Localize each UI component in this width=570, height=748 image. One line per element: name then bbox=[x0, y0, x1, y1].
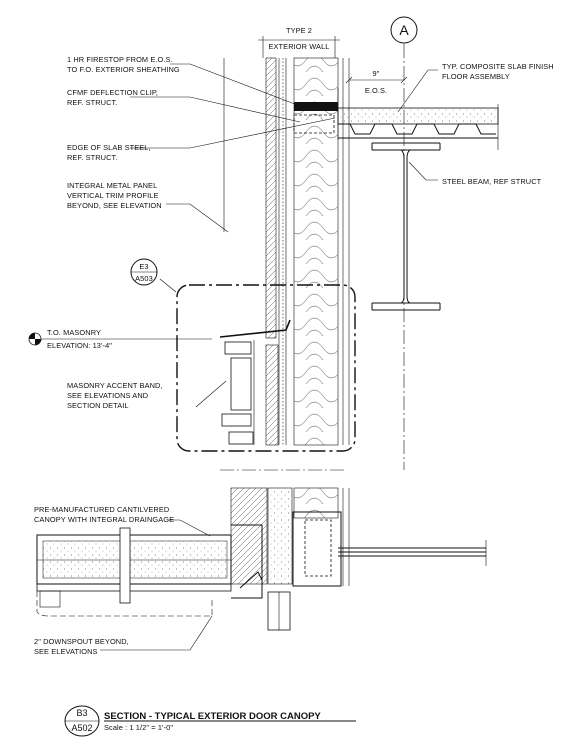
svg-text:REF. STRUCT.: REF. STRUCT. bbox=[67, 98, 117, 107]
svg-text:FLOOR ASSEMBLY: FLOOR ASSEMBLY bbox=[442, 72, 510, 81]
masonry-band bbox=[219, 319, 291, 446]
svg-text:SEE ELEVATIONS: SEE ELEVATIONS bbox=[34, 647, 98, 656]
grid-bubble-label: A bbox=[399, 22, 409, 38]
svg-text:MASONRY ACCENT BAND,: MASONRY ACCENT BAND, bbox=[67, 381, 163, 390]
steel-beam bbox=[371, 142, 441, 311]
svg-text:2" DOWNSPOUT BEYOND,: 2" DOWNSPOUT BEYOND, bbox=[34, 637, 129, 646]
callout-slab-finish: TYP. COMPOSITE SLAB FINISH FLOOR ASSEMBL… bbox=[442, 62, 554, 81]
detail-ref-bubble: E3 A503 bbox=[130, 258, 158, 286]
svg-text:TO F.O. EXTERIOR SHEATHING: TO F.O. EXTERIOR SHEATHING bbox=[67, 65, 180, 74]
title-block: B3 A502 SECTION - TYPICAL EXTERIOR DOOR … bbox=[64, 705, 356, 737]
title-ref-bottom: A502 bbox=[71, 723, 92, 733]
svg-text:BEYOND, SEE ELEVATION: BEYOND, SEE ELEVATION bbox=[67, 201, 162, 210]
firestop-block bbox=[294, 102, 338, 111]
detail-ref-top: E3 bbox=[139, 262, 148, 271]
svg-text:PRE-MANUFACTURED CANTILVERED: PRE-MANUFACTURED CANTILVERED bbox=[34, 505, 169, 514]
title-ref-top: B3 bbox=[76, 708, 87, 718]
elevation-title: T.O. MASONRY bbox=[47, 328, 101, 337]
composite-slab: 9" E.O.S. bbox=[337, 69, 499, 150]
svg-text:INTEGRAL METAL PANEL: INTEGRAL METAL PANEL bbox=[67, 181, 157, 190]
svg-text:1 HR FIRESTOP FROM E.O.S.: 1 HR FIRESTOP FROM E.O.S. bbox=[67, 55, 173, 64]
svg-text:REF. STRUCT.: REF. STRUCT. bbox=[67, 153, 117, 162]
callout-masonry-band: MASONRY ACCENT BAND, SEE ELEVATIONS AND … bbox=[67, 381, 163, 410]
svg-text:CANOPY WITH INTEGRAL DRAINGAGE: CANOPY WITH INTEGRAL DRAINGAGE bbox=[34, 515, 174, 524]
callout-steel-beam: STEEL BEAM, REF STRUCT bbox=[442, 177, 542, 186]
wall-type-label: TYPE 2 bbox=[286, 26, 312, 35]
detail-ref-bottom: A503 bbox=[135, 274, 153, 283]
svg-text:TYP. COMPOSITE SLAB FINISH: TYP. COMPOSITE SLAB FINISH bbox=[442, 62, 554, 71]
eos-label: E.O.S. bbox=[365, 86, 387, 95]
svg-text:SECTION DETAIL: SECTION DETAIL bbox=[67, 401, 129, 410]
svg-text:VERTICAL TRIM PROFILE: VERTICAL TRIM PROFILE bbox=[67, 191, 159, 200]
wall-name-label: EXTERIOR WALL bbox=[269, 42, 330, 51]
drawing-title: SECTION - TYPICAL EXTERIOR DOOR CANOPY bbox=[104, 711, 321, 722]
svg-text:CFMF DEFLECTION CLIP,: CFMF DEFLECTION CLIP, bbox=[67, 88, 158, 97]
callout-firestop: 1 HR FIRESTOP FROM E.O.S. TO F.O. EXTERI… bbox=[67, 55, 180, 74]
callout-canopy: PRE-MANUFACTURED CANTILVERED CANOPY WITH… bbox=[34, 505, 174, 524]
wall-type-header: TYPE 2 EXTERIOR WALL bbox=[258, 26, 340, 58]
callout-metal-panel: INTEGRAL METAL PANEL VERTICAL TRIM PROFI… bbox=[67, 181, 162, 210]
svg-text:SEE ELEVATIONS AND: SEE ELEVATIONS AND bbox=[67, 391, 148, 400]
wall-assembly bbox=[223, 57, 350, 446]
drawing-scale: Scale : 1 1/2" = 1'-0" bbox=[104, 723, 173, 732]
callout-edge-of-slab: EDGE OF SLAB STEEL, REF. STRUCT. bbox=[67, 143, 151, 162]
slab-edge-offset: 9" bbox=[373, 69, 380, 78]
lower-assembly bbox=[36, 469, 487, 631]
leader-lines bbox=[100, 63, 438, 651]
callout-downspout: 2" DOWNSPOUT BEYOND, SEE ELEVATIONS bbox=[34, 637, 129, 656]
callout-deflection-clip: CFMF DEFLECTION CLIP, REF. STRUCT. bbox=[67, 88, 158, 107]
elevation-value: ELEVATION: 13'-4" bbox=[47, 341, 112, 350]
detail-enclosure bbox=[176, 284, 356, 452]
svg-text:STEEL BEAM, REF STRUCT: STEEL BEAM, REF STRUCT bbox=[442, 177, 542, 186]
svg-text:EDGE OF SLAB STEEL,: EDGE OF SLAB STEEL, bbox=[67, 143, 151, 152]
elevation-marker: T.O. MASONRY ELEVATION: 13'-4" bbox=[28, 328, 212, 350]
